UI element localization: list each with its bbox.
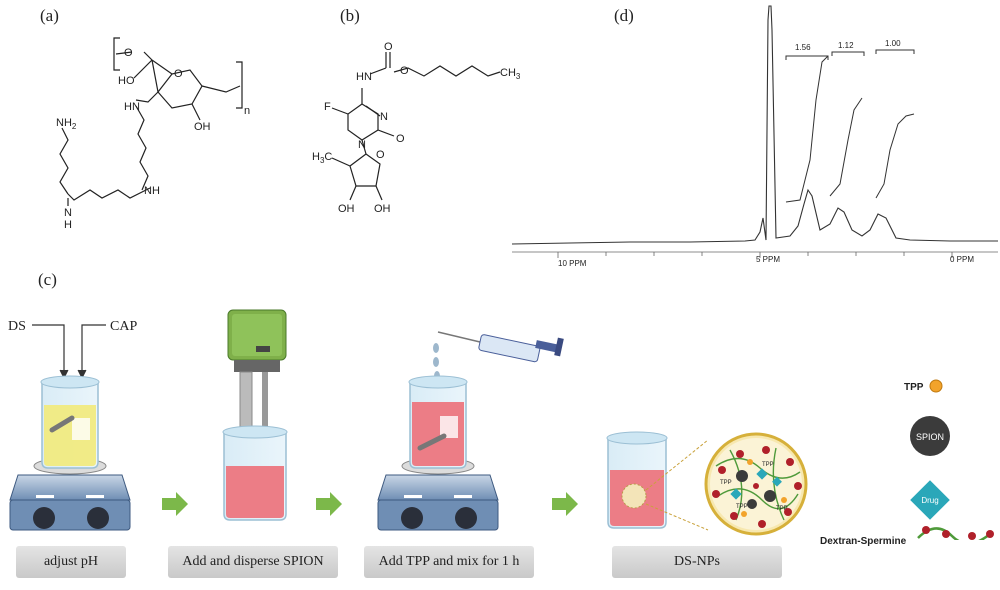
panel-label-c: (c) — [38, 270, 57, 289]
nmr-axis-label-10: 10 PPM — [558, 259, 587, 268]
step-label-add-tpp: Add TPP and mix for 1 h — [364, 546, 534, 578]
chem-a-HN: HN — [124, 101, 140, 113]
panel-label-d: (d) — [614, 6, 634, 25]
step-label-ds-nps: DS-NPs — [612, 546, 782, 578]
process-arrow-2 — [316, 492, 342, 516]
step3-beaker-pink — [408, 375, 468, 469]
chem-a-n: n — [244, 105, 250, 117]
step3-hotplate-stirrer — [377, 457, 499, 531]
nmr-axis-label-0: 0 PPM — [950, 255, 974, 264]
input-label-cap: CAP — [110, 319, 137, 334]
process-diagram: DS CAP — [8, 309, 994, 540]
chem-a-HO: HO — [118, 75, 135, 87]
nanoparticle-zoom: TPP TPP TPP TPP — [704, 432, 808, 536]
step-label-add-spion: Add and disperse SPION — [168, 546, 338, 578]
input-arrow-cap — [81, 324, 106, 376]
legend-tpp-label: TPP — [904, 382, 924, 393]
step-label-adjust-ph: adjust pH — [16, 546, 126, 578]
legend-polymer-label: Dextran-Spermine — [820, 536, 907, 547]
chem-a-H: H — [64, 219, 72, 230]
legend-spion-label: SPION — [916, 432, 944, 442]
chem-b-F: F — [324, 101, 331, 113]
chem-a-O-ring: O — [174, 68, 183, 80]
legend: TPP SPION Drug — [904, 379, 994, 540]
legend-drug-marker — [910, 480, 950, 520]
structure-a-dextran-spermine: O O HO OH HN NH2 NH N H n — [56, 37, 250, 230]
step3-syringe — [437, 331, 564, 363]
nmr-integral-label-2: 1.12 — [838, 41, 854, 50]
process-arrow-1 — [162, 492, 188, 516]
nano-tpp-label-4: TPP — [736, 504, 748, 510]
step2-beaker-pink — [222, 425, 288, 521]
nmr-integral-label-3: 1.00 — [885, 39, 901, 48]
legend-tpp-marker — [929, 379, 943, 393]
nano-tpp-label-3: TPP — [776, 506, 788, 512]
chem-b-CH3: CH3 — [500, 67, 521, 81]
chem-a-NH: NH — [144, 185, 160, 197]
nmr-integral-2 — [829, 97, 863, 197]
chem-a-N: N — [64, 207, 72, 219]
chem-b-HN: HN — [356, 71, 372, 83]
legend-polymer-text-wrap: Dextran-Spermine — [820, 536, 907, 547]
chem-a-O-top: O — [124, 47, 133, 59]
chem-b-O2: O — [400, 65, 409, 77]
legend-spion-marker — [910, 416, 950, 456]
input-arrow-ds — [32, 324, 65, 376]
chem-b-O3: O — [396, 133, 405, 145]
panel-label-a: (a) — [40, 6, 59, 25]
chem-a-OH: OH — [194, 121, 211, 133]
step4-beaker-nanoparticles — [606, 431, 709, 531]
nmr-integral-3 — [875, 113, 915, 199]
nmr-spectrum: 1.56 1.12 1.00 10 PPM 5 PPM 0 PPM — [511, 5, 998, 268]
chem-b-OH2: OH — [374, 203, 391, 215]
chem-a-NH2: NH2 — [56, 117, 77, 131]
chem-b-OH1: OH — [338, 203, 355, 215]
step3-drops — [433, 343, 440, 381]
structure-b-capecitabine: HN O O CH3 F N N O H3C O OH OH — [312, 41, 521, 215]
chem-b-O1: O — [384, 41, 393, 53]
chem-b-N1: N — [380, 111, 388, 123]
nmr-integral-label-1: 1.56 — [795, 43, 811, 52]
chem-b-H3C: H3C — [312, 151, 332, 165]
step1-hotplate-stirrer — [9, 457, 131, 531]
input-label-ds: DS — [8, 319, 26, 334]
chem-b-O4: O — [376, 149, 385, 161]
legend-drug-label: Drug — [921, 496, 938, 505]
step1-beaker-yellow — [40, 375, 100, 469]
nmr-spectrum-trace — [511, 5, 998, 245]
panel-label-b: (b) — [340, 6, 360, 25]
chem-b-N2: N — [358, 139, 366, 151]
nano-tpp-label-1: TPP — [762, 462, 774, 468]
process-arrow-3 — [552, 492, 578, 516]
nmr-integral-1 — [785, 55, 829, 203]
nano-tpp-label-2: TPP — [720, 480, 732, 486]
nmr-axis-label-5: 5 PPM — [756, 255, 780, 264]
